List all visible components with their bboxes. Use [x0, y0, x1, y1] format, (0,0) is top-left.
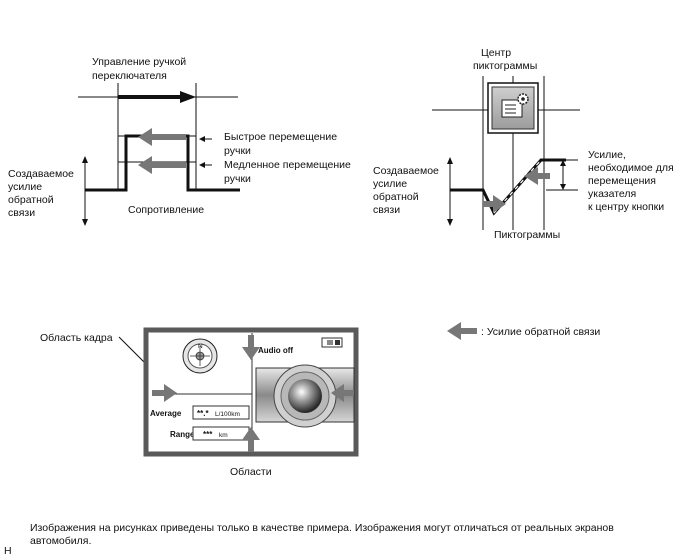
pointer-slow — [199, 162, 205, 168]
generated-force-label-b2: усилие — [373, 178, 407, 190]
feedback-arrow-up — [242, 427, 260, 452]
generated-force-label-b: Создаваемое — [373, 165, 439, 177]
feedback-arrow-into-right — [331, 384, 354, 402]
switch-knob-diagram: Управление ручкой переключателя Быстрое … — [8, 56, 351, 226]
required-effort-label-2: необходимое для — [588, 162, 674, 174]
generated-force-label-b4: связи — [373, 204, 400, 216]
motion-arrow-head — [180, 91, 196, 103]
frame-area-leader — [118, 336, 149, 367]
audio-knob-icon — [288, 379, 322, 413]
compass-icon: N — [182, 338, 218, 374]
feedback-arrow-down — [242, 335, 260, 360]
resistance-label: Сопротивление — [128, 204, 204, 216]
frame-area-label: Область кадра — [40, 332, 113, 344]
fast-move-label: Быстрое перемещение — [224, 131, 337, 143]
corner-letter: H — [4, 545, 12, 557]
generated-force-label-3: обратной — [8, 194, 54, 206]
range-label: Range — [170, 430, 195, 439]
required-effort-label-4: указателя — [588, 188, 636, 200]
footnote: Изображения на рисунках приведены только… — [30, 522, 614, 547]
generated-force-label-b3: обратной — [373, 191, 419, 203]
required-effort-label: Усилие, — [588, 149, 626, 161]
feedback-arrow-fast — [138, 128, 186, 146]
range-value: *** — [203, 430, 213, 439]
feedback-arrow-slow — [138, 156, 186, 174]
average-value: **.* — [197, 409, 209, 418]
knob-control-title: Управление ручкой — [92, 56, 186, 68]
svg-text:N: N — [198, 343, 203, 350]
legend-label: : Усилие обратной связи — [481, 326, 600, 338]
screen-areas-diagram: Область кадра N Audio off Average **.* L… — [40, 322, 600, 478]
legend-feedback-arrow — [447, 322, 477, 340]
average-label: Average — [150, 409, 182, 418]
average-field — [192, 405, 250, 420]
average-unit: L/100km — [215, 411, 240, 418]
pointer-fast — [199, 136, 205, 142]
feedback-arrow-left — [524, 167, 550, 185]
knob-control-title-2: переключателя — [92, 70, 167, 82]
slow-move-label: Медленное перемещение — [224, 159, 351, 171]
feedback-arrow-right — [483, 195, 506, 213]
generated-force-label-4: связи — [8, 207, 35, 219]
fast-move-label-2: ручки — [224, 145, 251, 157]
icon-center-label: Центр — [481, 47, 511, 59]
pull-profile — [450, 158, 566, 216]
slow-move-label-2: ручки — [224, 173, 251, 185]
icons-label: Пиктограммы — [494, 229, 560, 241]
audio-off-label: Audio off — [258, 346, 293, 355]
icon-pull-diagram: Центр пиктограммы — [373, 47, 674, 241]
icon-center-label-2: пиктограммы — [473, 60, 537, 72]
areas-label: Области — [230, 466, 272, 478]
range-unit: km — [219, 432, 228, 439]
required-effort-label-5: к центру кнопки — [588, 201, 664, 213]
generated-force-label-2: усилие — [8, 181, 42, 193]
generated-force-label: Создаваемое — [8, 168, 74, 180]
feedback-arrow-into-left — [152, 384, 177, 402]
required-effort-label-3: перемещения — [588, 175, 656, 187]
